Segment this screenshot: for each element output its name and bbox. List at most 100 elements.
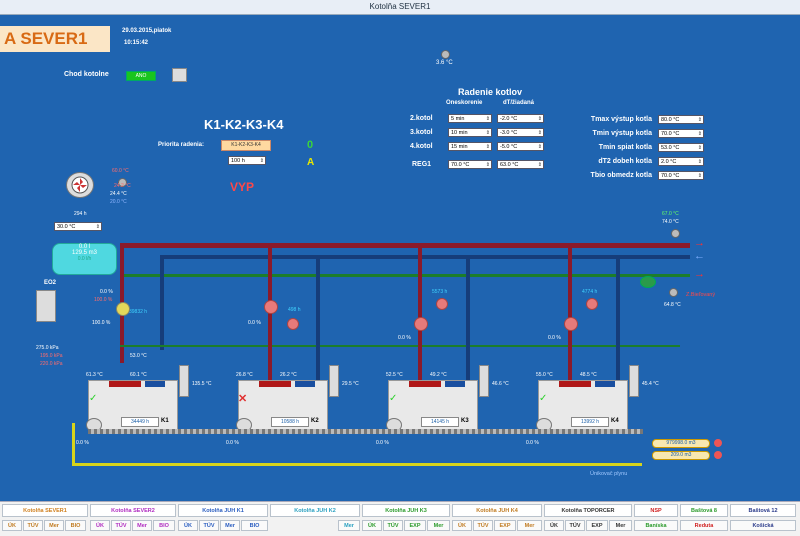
- sub-tab-mer[interactable]: Mer: [132, 520, 152, 531]
- sub-tab-túv[interactable]: TÚV: [23, 520, 43, 531]
- plant-tab-nsp[interactable]: NSP: [634, 504, 678, 517]
- sub-tab-úk[interactable]: ÚK: [544, 520, 564, 531]
- reg-input-1[interactable]: 70.0 °C⇕: [448, 160, 492, 169]
- sub-tab-mer[interactable]: Mer: [517, 520, 542, 531]
- plant-tab-bastova8[interactable]: Baštová 8: [680, 504, 728, 517]
- sub-tab-exp[interactable]: EXP: [404, 520, 426, 531]
- sub-tab-bio[interactable]: BIO: [241, 520, 268, 531]
- limit-input[interactable]: 70.0 °C⇕: [658, 171, 704, 180]
- sub-tab-bio[interactable]: BIO: [153, 520, 175, 531]
- hours-input[interactable]: 100 h⇕: [228, 156, 266, 165]
- k4-return-riser: [616, 255, 620, 383]
- k3-valve-icon[interactable]: [414, 317, 428, 331]
- sub-tab-úk[interactable]: ÚK: [90, 520, 110, 531]
- sub-tab-bio[interactable]: BIO: [65, 520, 86, 531]
- k2-pump-icon[interactable]: [287, 318, 299, 330]
- boiler-k1[interactable]: 34449 h K1: [88, 380, 178, 430]
- return-in-arrow-icon: ←: [694, 250, 705, 262]
- limit-input[interactable]: 53.0 °C⇕: [658, 143, 704, 152]
- limit-label: Tmin výstup kotla: [592, 130, 652, 137]
- plant-tab-juh-k1[interactable]: Kotolňa JUH K1: [178, 504, 268, 517]
- sub-tab-túv[interactable]: TÚV: [383, 520, 403, 531]
- k4-valve-icon[interactable]: [564, 317, 578, 331]
- sequence-count: 0: [307, 139, 314, 151]
- plant-tab-toporcer[interactable]: Kotolňa TOPORCER: [544, 504, 632, 517]
- eo2-pressure: 275.0 kPa: [36, 345, 59, 351]
- plant-tab-juh-k4[interactable]: Kotolňa JUH K4: [452, 504, 542, 517]
- sub-tab-úk[interactable]: ÚK: [362, 520, 382, 531]
- sub-tab-mer[interactable]: Mer: [338, 520, 360, 531]
- dt-value: -2.0 °C: [500, 116, 518, 122]
- sub-tab-exp[interactable]: EXP: [494, 520, 516, 531]
- date-label: 29.03.2015,piatok: [122, 28, 172, 34]
- k4-pump-icon[interactable]: [586, 298, 598, 310]
- delay-input[interactable]: 10 min⇕: [448, 128, 492, 137]
- header-pump-icon[interactable]: [640, 276, 656, 288]
- k3-bottom-pct: 0.0 %: [376, 440, 389, 446]
- eo2-pump-icon[interactable]: [116, 302, 130, 316]
- green-out-arrow-icon: →: [694, 268, 705, 280]
- plant-tab-sever1[interactable]: Kotolňa SEVER1: [2, 504, 88, 517]
- reg-label: REG1: [412, 161, 432, 168]
- chod-toggle-button[interactable]: [172, 68, 187, 82]
- limit-value: 70.0 °C: [661, 173, 680, 179]
- fan-icon[interactable]: [66, 172, 94, 198]
- k4-hours: 13992 h: [571, 417, 609, 427]
- k2-supply-connector: [259, 381, 291, 387]
- eo2-red-a: 195.0 kPa: [40, 353, 63, 359]
- k4-t-mid: 48.5 °C: [580, 372, 597, 378]
- delay-input[interactable]: 5 min⇕: [448, 114, 492, 123]
- sub-tab-túv[interactable]: TÚV: [565, 520, 585, 531]
- sub-tab-mer[interactable]: Mer: [427, 520, 450, 531]
- k3-valve-pct: 0.0 %: [398, 335, 411, 341]
- k3-chimney-icon: [479, 365, 489, 397]
- priorita-value[interactable]: K1-K2-K3-K4: [221, 140, 271, 151]
- sub-tab-košická[interactable]: Košická: [730, 520, 796, 531]
- sub-tab-mer[interactable]: Mer: [220, 520, 240, 531]
- k1-hours: 34449 h: [121, 417, 159, 427]
- sub-tab-exp[interactable]: EXP: [586, 520, 608, 531]
- dt-input[interactable]: -2.0 °C⇕: [497, 114, 544, 123]
- sub-tab-mer[interactable]: Mer: [44, 520, 64, 531]
- sub-tab-túv[interactable]: TÚV: [111, 520, 131, 531]
- dt-input[interactable]: -3.0 °C⇕: [497, 128, 544, 137]
- sub-tab-úk[interactable]: ÚK: [452, 520, 472, 531]
- boiler-k2[interactable]: 10588 h K2: [238, 380, 328, 430]
- sequence-title: K1-K2-K3-K4: [204, 117, 284, 132]
- gas-label: Únikovač plynu: [590, 471, 628, 477]
- reg-value-1: 70.0 °C: [451, 162, 470, 168]
- sub-tab-baníska[interactable]: Baníska: [634, 520, 678, 531]
- limit-value: 2.0 °C: [661, 159, 677, 165]
- k1-bottom-pct: 0.0 %: [76, 440, 89, 446]
- k2-valve-icon[interactable]: [264, 300, 278, 314]
- limit-input[interactable]: 80.0 °C⇕: [658, 115, 704, 124]
- return-pipe: [160, 255, 690, 259]
- sub-tab-túv[interactable]: TÚV: [473, 520, 493, 531]
- k3-pump-icon[interactable]: [436, 298, 448, 310]
- delay-input[interactable]: 15 min⇕: [448, 142, 492, 151]
- sub-tab-úk[interactable]: ÚK: [2, 520, 22, 531]
- sub-tab-túv[interactable]: TÚV: [199, 520, 219, 531]
- plant-tab-juh-k3[interactable]: Kotolňa JUH K3: [362, 504, 450, 517]
- k2-bottom-pct: 0.0 %: [226, 440, 239, 446]
- limit-value: 53.0 °C: [661, 145, 680, 151]
- dt-input[interactable]: -5.0 °C⇕: [497, 142, 544, 151]
- limit-input[interactable]: 70.0 °C⇕: [658, 129, 704, 138]
- sub-tab-mer[interactable]: Mer: [609, 520, 632, 531]
- reg-input-2[interactable]: 63.0 °C⇕: [497, 160, 544, 169]
- expansion-tank: 0.0 l 129.5 m3 0.0 l/h: [52, 243, 117, 275]
- delay-value: 15 min: [451, 144, 468, 150]
- plant-tab-juh-k2[interactable]: Kotolňa JUH K2: [270, 504, 360, 517]
- header-right-bottom: 64.8 °C: [664, 302, 681, 308]
- plant-tab-sever2[interactable]: Kotolňa SEVER2: [90, 504, 176, 517]
- fan-setpoint-input[interactable]: 30.0 °C⇕: [54, 222, 102, 231]
- sub-tab-úk[interactable]: ÚK: [178, 520, 198, 531]
- plant-tab-bastova12[interactable]: Baštová 12: [730, 504, 796, 517]
- k4-name: K4: [611, 418, 619, 424]
- limit-input[interactable]: 2.0 °C⇕: [658, 157, 704, 166]
- radenie-col2: dT/žiadaná: [503, 100, 535, 106]
- k3-pump-hours: 5573 h: [432, 289, 448, 295]
- k1-supply-connector: [109, 381, 141, 387]
- k3-ok-icon: ✓: [389, 393, 398, 404]
- sub-tab-reduta[interactable]: Reduta: [680, 520, 728, 531]
